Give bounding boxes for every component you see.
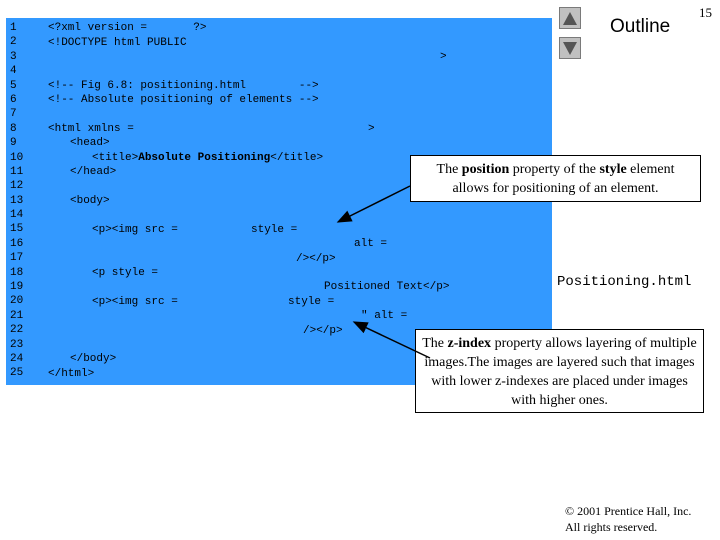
code-line-8: <html xmlns = <box>48 123 134 135</box>
code-line-8-end: > <box>368 123 375 135</box>
code-line-17: /></p> <box>296 253 336 265</box>
code-line-22: /></p> <box>303 325 343 337</box>
code-line-11: </head> <box>70 166 117 178</box>
code-line-10: <title>Absolute Positioning</title> <box>92 152 323 165</box>
copyright-line-1: © 2001 Prentice Hall, Inc. <box>565 504 692 518</box>
page-number: 15 <box>699 5 712 20</box>
code-line-19: Positioned Text</p> <box>324 281 450 293</box>
line-number: 6 <box>10 93 17 106</box>
code-line-18: <p style = <box>92 267 159 279</box>
position-callout: The position property of the style eleme… <box>410 155 701 202</box>
line-number: 2 <box>10 36 17 49</box>
line-number: 11 <box>10 165 24 178</box>
callout-text: The <box>436 162 462 177</box>
code-line-24: </body> <box>70 353 117 365</box>
line-number: 23 <box>10 338 24 351</box>
line-number: 5 <box>10 79 17 92</box>
line-number: 4 <box>10 65 17 78</box>
code-line-3: > <box>440 51 447 63</box>
line-number: 3 <box>10 50 17 63</box>
code-line-16: alt = <box>354 238 388 250</box>
title-text: Absolute Positioning <box>138 152 271 164</box>
code-line-20: <p><img src = <box>92 296 178 308</box>
triangle-down-icon <box>563 42 577 55</box>
code-line-15: <p><img src = <box>92 224 178 236</box>
zindex-callout: The z-index property allows layering of … <box>415 329 704 413</box>
line-number: 24 <box>10 352 24 365</box>
line-number: 19 <box>10 281 24 294</box>
code-line-25: </html> <box>48 368 95 380</box>
code-line-9: <head> <box>70 137 110 149</box>
callout-text: property allows layering of multiple ima… <box>424 336 697 408</box>
code-line-13: <body> <box>70 195 110 207</box>
line-number: 7 <box>10 108 17 121</box>
code-line-21: " alt = <box>361 310 408 322</box>
title-open-tag: <title> <box>92 152 139 164</box>
line-number: 20 <box>10 295 24 308</box>
code-line-20-style: style = <box>288 296 335 308</box>
line-number: 16 <box>10 237 24 250</box>
line-number: 17 <box>10 252 24 265</box>
callout-text: The <box>422 336 448 351</box>
code-line-15-style: style = <box>251 224 298 236</box>
line-number: 25 <box>10 367 24 380</box>
code-line-5: <!-- Fig 6.8: positioning.html --> <box>48 80 319 92</box>
title-close-tag: </title> <box>270 152 324 164</box>
callout-keyword: z-index <box>447 336 492 351</box>
previous-slide-button[interactable] <box>559 7 581 29</box>
line-number: 13 <box>10 194 24 207</box>
line-number: 10 <box>10 151 24 164</box>
outline-title[interactable]: Outline <box>610 16 671 37</box>
next-slide-button[interactable] <box>559 37 581 59</box>
code-line-6: <!-- Absolute positioning of elements --… <box>48 94 319 106</box>
code-line-2: <!DOCTYPE html PUBLIC <box>48 37 187 49</box>
line-number: 8 <box>10 122 17 135</box>
line-number: 12 <box>10 180 24 193</box>
filename-label: Positioning.html <box>557 274 692 290</box>
line-number: 18 <box>10 266 24 279</box>
line-number: 22 <box>10 324 24 337</box>
callout-text: property of the <box>509 162 600 177</box>
line-number: 1 <box>10 22 17 34</box>
line-number: 15 <box>10 223 24 236</box>
callout-keyword: position <box>461 162 510 177</box>
line-number: 14 <box>10 209 24 222</box>
line-number: 21 <box>10 309 24 322</box>
line-number: 9 <box>10 137 17 150</box>
callout-keyword: style <box>599 162 627 177</box>
triangle-up-icon <box>563 12 577 25</box>
copyright-line-2: All rights reserved. <box>565 520 658 534</box>
copyright: © 2001 Prentice Hall, Inc. All rights re… <box>565 503 691 535</box>
callout-text: element allows for positioning of an ele… <box>452 162 675 196</box>
code-line-1: <?xml version = ?> <box>48 22 207 34</box>
